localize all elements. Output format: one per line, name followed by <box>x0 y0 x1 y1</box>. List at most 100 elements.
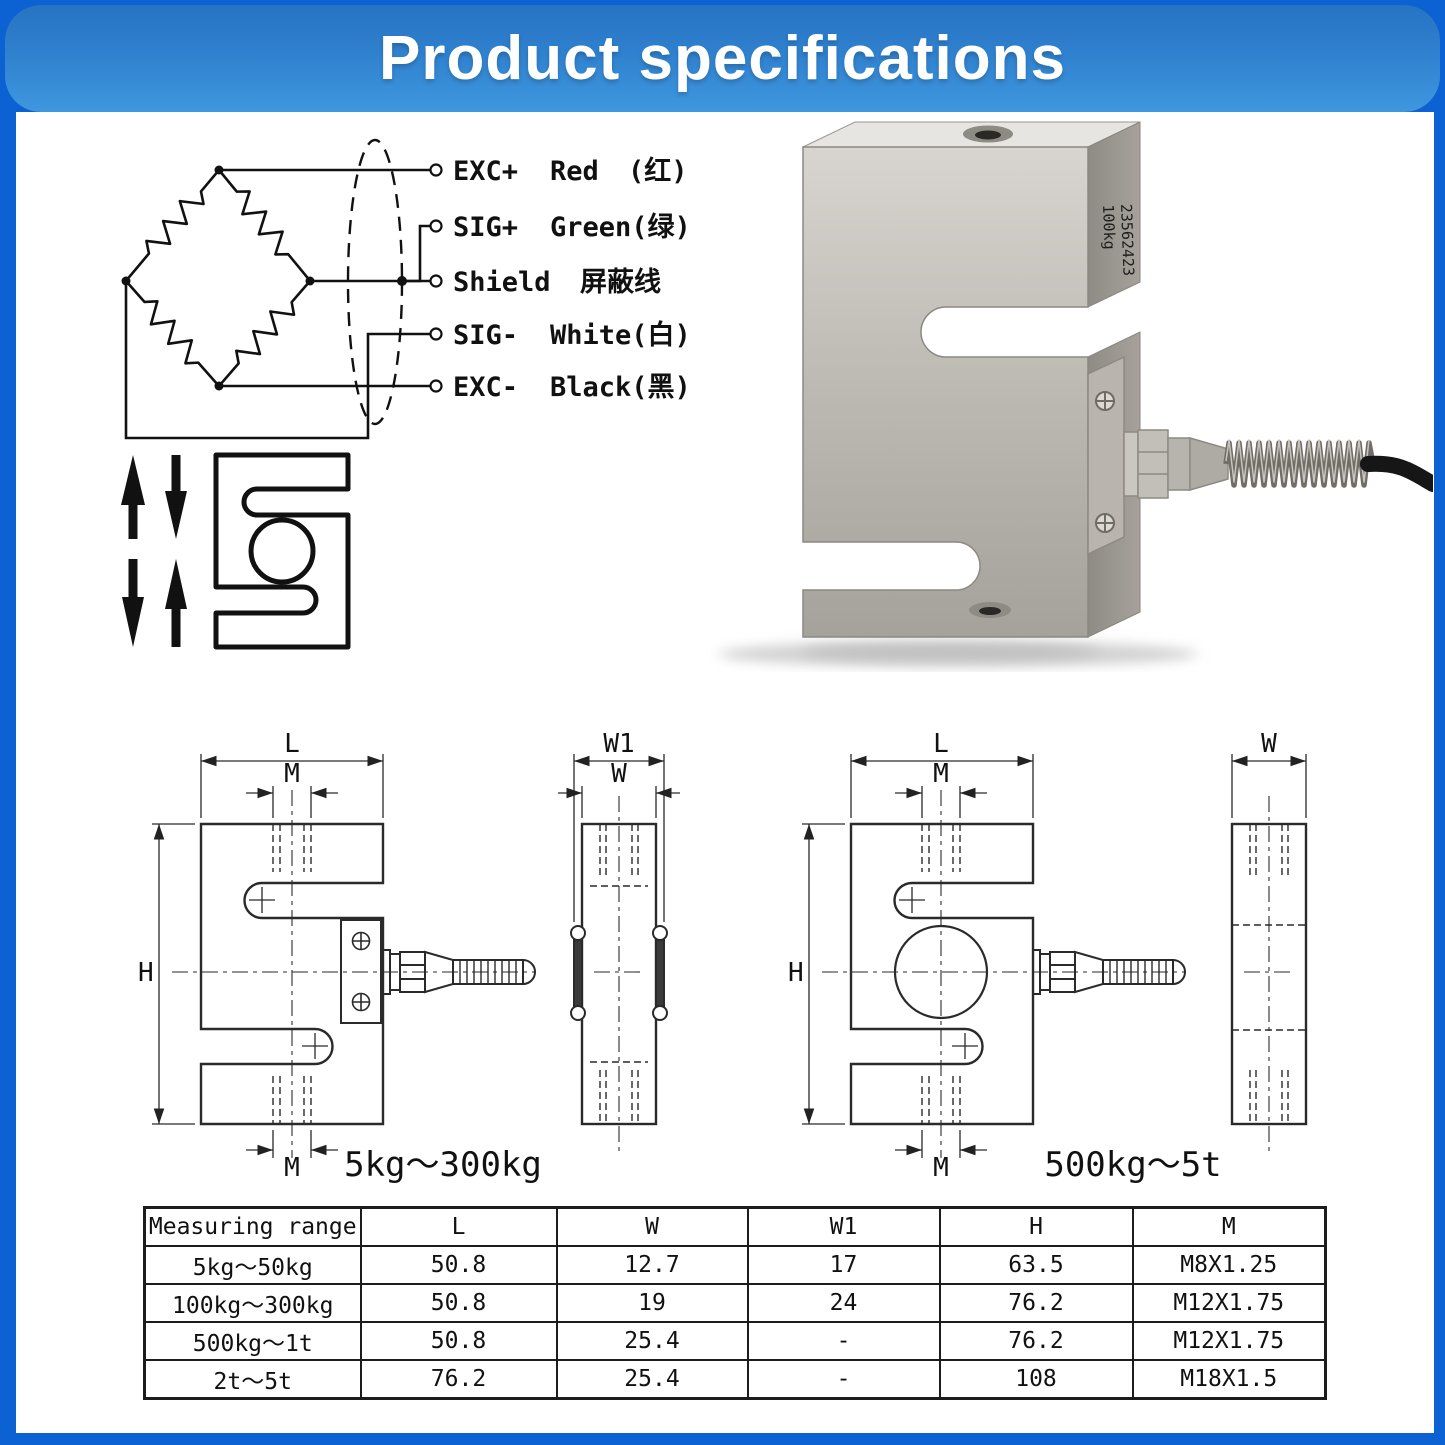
spec-cell: 50.8 <box>359 1321 558 1361</box>
table-row: 5kg～50kg 50.8 12.7 17 63.5 M8X1.25 <box>143 1245 1327 1285</box>
svg-text:M: M <box>933 759 949 789</box>
centerlines <box>822 790 1186 1158</box>
centerlines <box>172 790 536 1158</box>
loadcell-front <box>802 146 1089 638</box>
spec-cell: 25.4 <box>555 1359 749 1400</box>
dim-M-top <box>895 786 987 818</box>
spec-cell: 25.4 <box>555 1321 749 1361</box>
spec-cell: 76.2 <box>359 1359 558 1400</box>
spec-cell: M8X1.25 <box>1131 1245 1327 1285</box>
svg-text:M: M <box>284 1153 300 1183</box>
spec-cell: - <box>746 1321 941 1361</box>
svg-text:L: L <box>284 729 300 759</box>
table-row: 500kg～1t 50.8 25.4 - 76.2 M12X1.75 <box>143 1321 1327 1361</box>
screw-icon <box>351 931 371 951</box>
content-panel: EXC+ Red (红) SIG+ Green(绿) Shield 屏蔽线 SI… <box>16 112 1434 1433</box>
side-view <box>1230 754 1308 1152</box>
wheatstone-bridge <box>117 162 319 397</box>
spec-cell: 500kg～1t <box>143 1321 362 1361</box>
dim-M-bottom <box>246 1130 338 1158</box>
page-title: Product specifications <box>379 24 1066 93</box>
svg-text:H: H <box>788 958 804 988</box>
force-arrows <box>121 455 187 647</box>
wire-label: EXC- Black(黑) <box>453 372 691 403</box>
product-photo: 23562423 100kg <box>718 121 1433 667</box>
shield-junction-dot <box>397 276 407 286</box>
cable <box>1360 455 1433 492</box>
dim-M-bottom <box>895 1130 987 1158</box>
dim-L <box>200 754 384 818</box>
svg-text:H: H <box>138 958 154 988</box>
wire-label: EXC+ Red (红) <box>453 155 688 187</box>
front-view-outline <box>199 822 385 1126</box>
photo-shadow <box>718 641 1198 667</box>
spec-cell: 63.5 <box>938 1245 1134 1285</box>
center-marks <box>249 887 328 1059</box>
s-block-hole <box>248 517 316 585</box>
table-header-row: Measuring range L W W1 H M <box>143 1206 1327 1247</box>
wire-label: SIG- White(白) <box>453 319 691 351</box>
wiring-labels: EXC+ Red (红) SIG+ Green(绿) Shield 屏蔽线 SI… <box>453 155 691 403</box>
screw-icon <box>351 992 371 1012</box>
wire-label: SIG+ Green(绿) <box>453 212 691 243</box>
screw-icon <box>1095 391 1115 411</box>
dim-texts: L M H M W1 W <box>138 729 635 1183</box>
header-cell: L <box>359 1206 558 1247</box>
spec-table: Measuring range L W W1 H M 5kg～50kg 50.8… <box>143 1206 1327 1400</box>
drawing-caption: 5kg～300kg <box>344 1145 542 1185</box>
cable-spring <box>1223 439 1376 488</box>
svg-text:W: W <box>1261 729 1277 759</box>
spec-cell: 50.8 <box>359 1245 558 1285</box>
wiring-diagram-svg: EXC+ Red (红) SIG+ Green(绿) Shield 屏蔽线 SI… <box>117 138 691 440</box>
header-cell: M <box>1131 1206 1327 1247</box>
mounting-hole-top <box>963 125 1013 143</box>
page-header: Product specifications <box>5 5 1440 112</box>
dim-L <box>850 754 1034 818</box>
svg-text:23562423: 23562423 <box>1117 204 1138 277</box>
thread-holes <box>272 824 312 1124</box>
svg-text:M: M <box>933 1153 949 1183</box>
wiring-wires <box>124 168 430 440</box>
header-cell: W <box>555 1206 749 1247</box>
front-view-outline <box>849 822 1035 1126</box>
spec-cell: 108 <box>938 1359 1134 1400</box>
dim-M-top <box>246 786 338 818</box>
screw-icon <box>1095 513 1115 533</box>
header-cell: H <box>938 1206 1134 1247</box>
spec-cell: 100kg～300kg <box>143 1283 362 1323</box>
header-cell: Measuring range <box>143 1206 362 1247</box>
center-marks <box>899 887 978 1059</box>
front-cover-plate <box>340 919 382 1024</box>
drawing-small-range: L M H M W1 W 5kg～300kg <box>138 729 680 1185</box>
spec-cell: 24 <box>746 1283 941 1323</box>
drawing-large-range: L M H M W 500kg～5t <box>788 729 1308 1185</box>
s-block-outline <box>213 452 351 650</box>
wire-label: Shield 屏蔽线 <box>453 267 661 298</box>
spec-cell: M18X1.5 <box>1131 1359 1327 1400</box>
mounting-hole-bottom <box>969 602 1011 618</box>
spec-cell: 76.2 <box>938 1321 1134 1361</box>
thread-holes <box>921 824 961 1124</box>
spec-cell: M12X1.75 <box>1131 1283 1327 1323</box>
spec-cell: 17 <box>746 1245 941 1285</box>
engraving: 23562423 100kg <box>1099 204 1137 277</box>
drawing-caption: 500kg～5t <box>1044 1145 1221 1185</box>
svg-text:100kg: 100kg <box>1099 204 1119 250</box>
header-cell: W1 <box>746 1206 941 1247</box>
svg-text:L: L <box>933 729 949 759</box>
side-view <box>558 754 680 1152</box>
spec-cell: 19 <box>555 1283 749 1323</box>
dim-H <box>152 823 195 1125</box>
spec-cell: 76.2 <box>938 1283 1134 1323</box>
svg-text:W: W <box>611 759 627 789</box>
spec-cell: 5kg～50kg <box>143 1245 362 1285</box>
spec-cell: 2t～5t <box>143 1359 362 1400</box>
table-row: 2t～5t 76.2 25.4 - 108 M18X1.5 <box>143 1359 1327 1400</box>
spec-cell: M12X1.75 <box>1131 1321 1327 1361</box>
cable-gland <box>1123 429 1229 499</box>
load-direction-icon <box>121 452 351 650</box>
dim-texts: L M H M W <box>788 729 1277 1183</box>
dim-H <box>802 823 845 1125</box>
spec-cell: - <box>746 1359 941 1400</box>
table-row: 100kg～300kg 50.8 19 24 76.2 M12X1.75 <box>143 1283 1327 1323</box>
